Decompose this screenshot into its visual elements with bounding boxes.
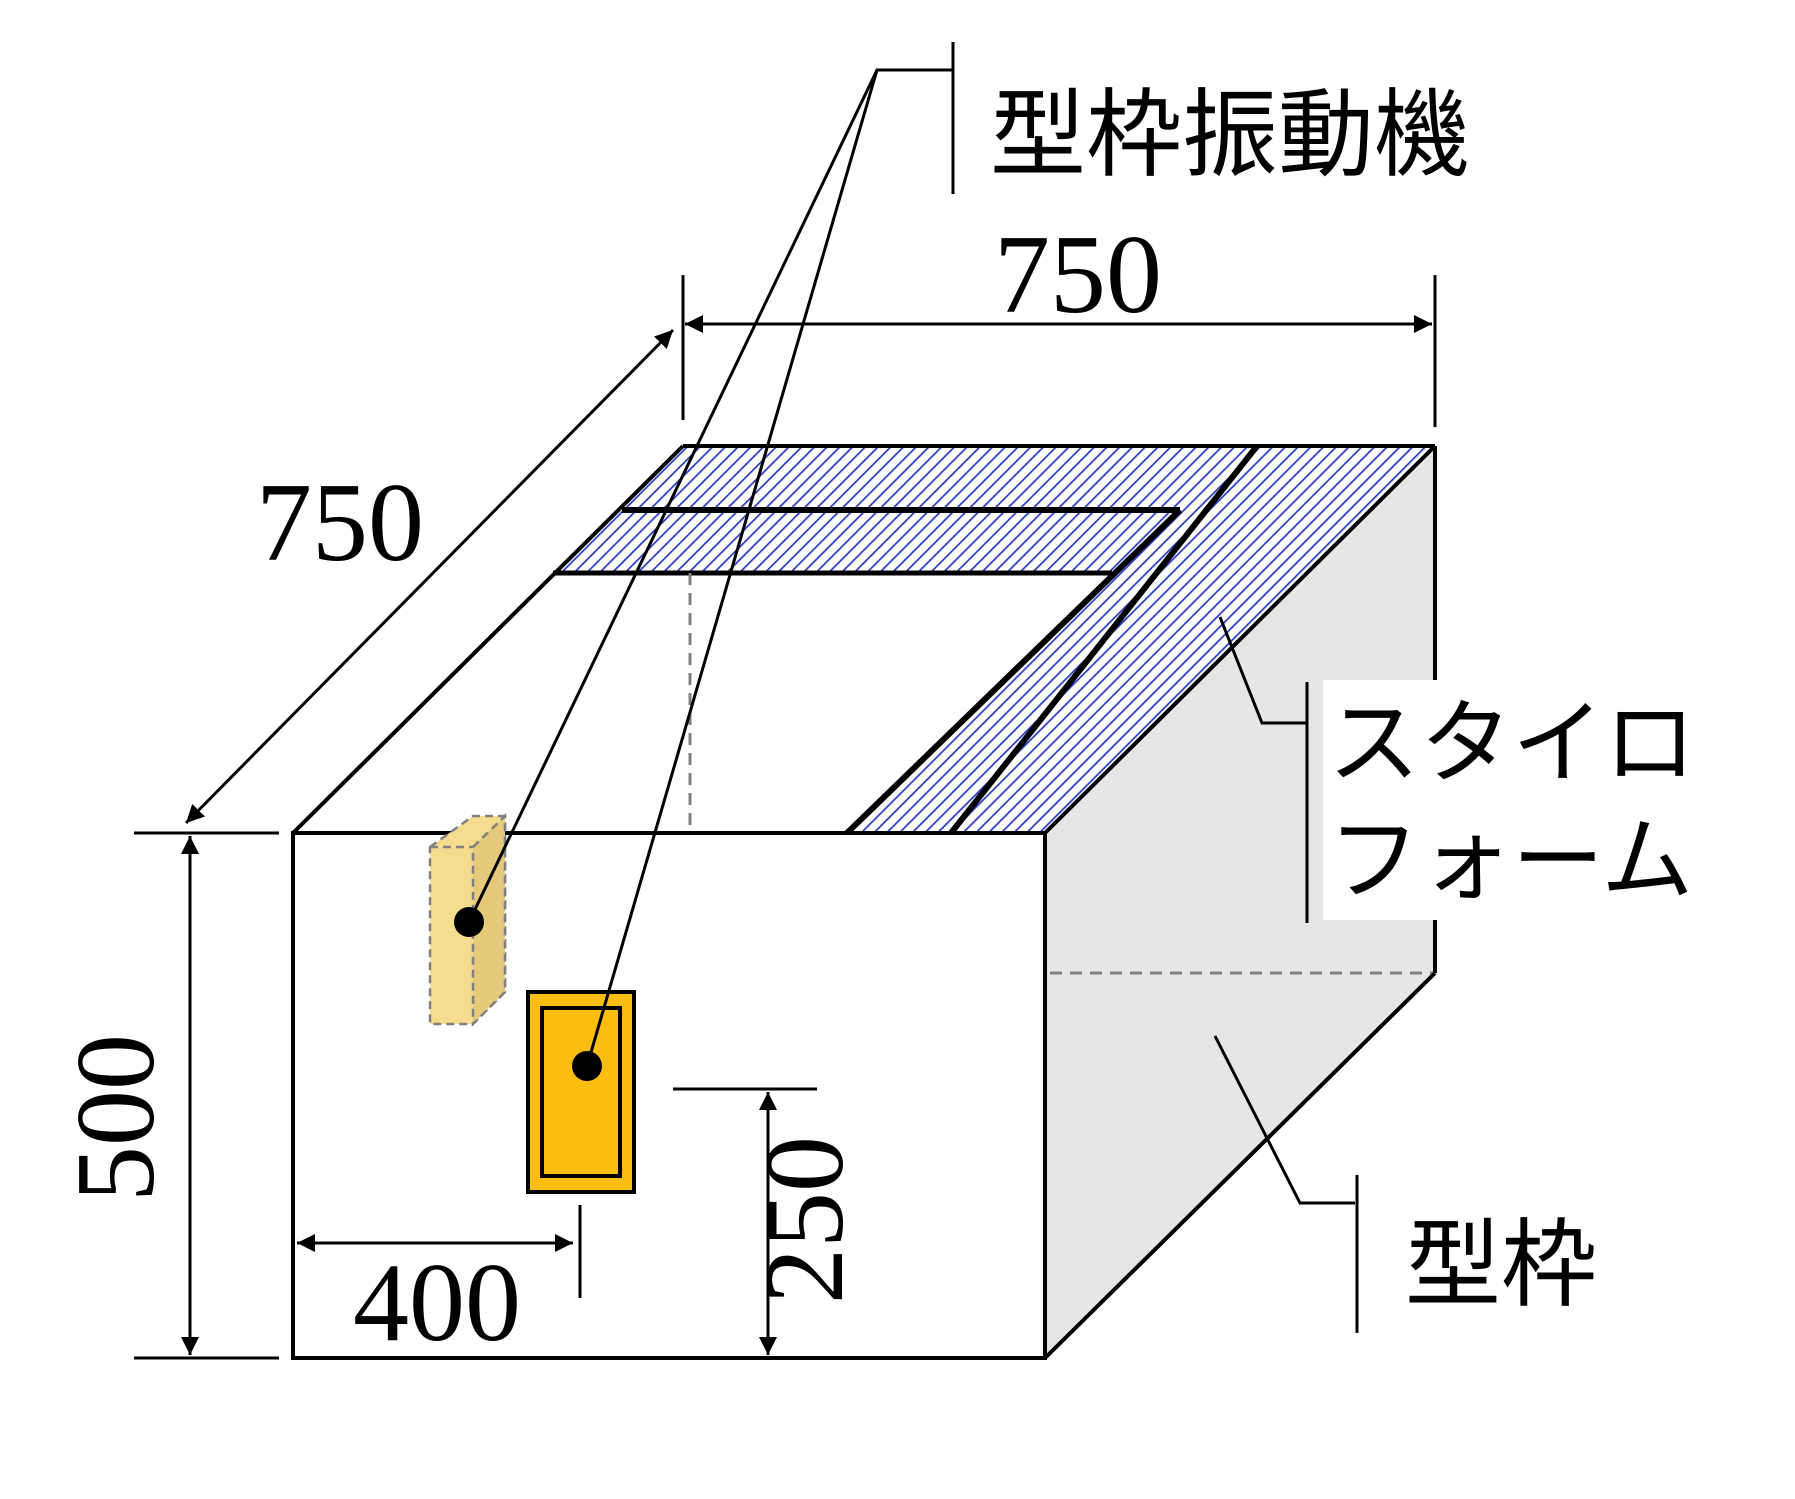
dim-offset-horizontal <box>297 1205 582 1298</box>
vibrator-dot-back <box>454 907 484 937</box>
dim-height <box>134 831 279 1360</box>
dim-offset-vertical-label: 250 <box>743 1136 867 1304</box>
dim-width-top <box>681 275 1437 427</box>
dim-offset-horizontal-label: 400 <box>353 1241 521 1365</box>
vibrator-front <box>526 990 636 1194</box>
styrofoam-strips <box>553 444 1435 836</box>
label-styrofoam-line2: フォーム <box>1328 807 1693 914</box>
styrofoam-leader <box>1218 616 1309 923</box>
label-styrofoam-line1: スタイロ <box>1328 690 1696 797</box>
formwork-leader <box>1213 1035 1359 1333</box>
side-face <box>1045 446 1435 1358</box>
dim-depth-label: 750 <box>256 461 424 585</box>
dim-height-label: 500 <box>54 1034 178 1202</box>
dim-offset-vertical <box>673 1087 817 1355</box>
dim-width-top-label: 750 <box>994 213 1162 337</box>
styrofoam-label-bg <box>1323 680 1693 920</box>
vibrator-dot-front <box>572 1051 602 1081</box>
label-vibrator: 型枠振動機 <box>990 79 1470 191</box>
label-formwork: 型枠 <box>1405 1209 1597 1321</box>
dim-depth <box>184 328 675 825</box>
